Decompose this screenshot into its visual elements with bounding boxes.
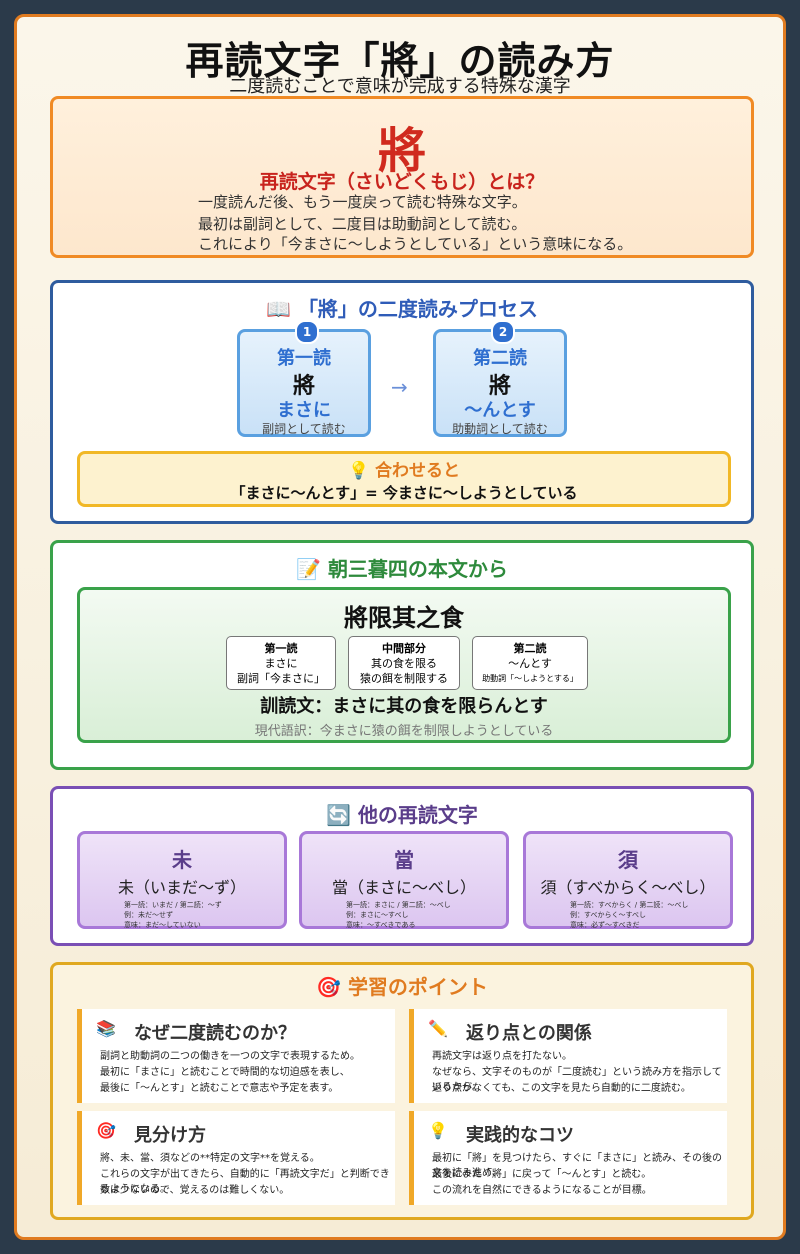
second-reading-box: 2 第二読 將 〜んとす 助動詞として読む — [433, 320, 567, 437]
kundoku-text: 訓読文：まさに其の食を限らんとす — [260, 696, 548, 717]
other-char-card-2: 當 當（まさに〜べし） 第一読：まさに / 第二読：〜べし 例：まさに〜すべし … — [299, 831, 509, 929]
step-number-2: 2 — [491, 320, 515, 344]
points-heading: 🎯 学習のポイント — [316, 975, 488, 999]
target-icon: 🎯 — [96, 1121, 116, 1140]
intro-char: 將 — [377, 123, 426, 179]
first-reading-role: 副詞として読む — [262, 422, 346, 436]
combine-box: 💡 合わせると 「まさに〜んとす」= 今まさに〜しようとしている — [77, 451, 731, 507]
intro-line-2: 最初は副詞として、二度目は助動詞として読む。 — [198, 215, 527, 233]
memo-icon: 📝 — [296, 557, 321, 581]
part-middle: 中間部分 其の食を限る 猿の餌を制限する — [348, 636, 460, 690]
intro-card: 將 再読文字（さいどくもじ）とは？ 一度読んだ後、もう一度戻って読む特殊な文字。… — [50, 96, 754, 258]
example-sentence: 將限其之食 — [344, 604, 464, 632]
first-reading-kana: まさに — [277, 400, 331, 421]
others-card: 🔄 他の再読文字 未 未（いまだ〜ず） 第一読：いまだ / 第二読：〜ず 例：未… — [50, 786, 754, 946]
process-card: 📖 「將」の二度読みプロセス 1 第一読 將 まさに 副詞として読む → 2 第… — [50, 280, 754, 524]
tip-practical: 💡 実践的なコツ 最初に「將」を見つけたら、すぐに「まさに」と読み、その後の文を… — [409, 1111, 727, 1205]
example-card: 📝 朝三暮四の本文から 將限其之食 第一読 まさに 副詞「今まさに」 中間部分 … — [50, 540, 754, 770]
intro-line-1: 一度読んだ後、もう一度戻って読む特殊な文字。 — [198, 193, 527, 211]
first-reading-box: 1 第一読 將 まさに 副詞として読む — [237, 320, 371, 437]
arrow-right-icon: → — [391, 375, 408, 399]
lightbulb-icon: 💡 — [347, 461, 370, 481]
target-icon: 🎯 — [316, 975, 341, 999]
others-heading: 🔄 他の再読文字 — [326, 803, 478, 827]
step-number-1: 1 — [295, 320, 319, 344]
page-subtitle: 二度読むことで意味が完成する特殊な漢字 — [229, 76, 571, 97]
second-reading-kana: 〜んとす — [464, 400, 536, 421]
combine-text: 「まさに〜んとす」= 今まさに〜しようとしている — [230, 484, 578, 502]
pencil-icon: ✏️ — [428, 1019, 448, 1038]
tip-kaeriten: ✏️ 返り点との関係 再読文字は返り点を打たない。 なぜなら、文字そのものが「二… — [409, 1009, 727, 1103]
example-box: 將限其之食 第一読 まさに 副詞「今まさに」 中間部分 其の食を限る 猿の餌を制… — [77, 587, 731, 743]
intro-line-3: これにより「今まさに〜しようとしている」という意味になる。 — [198, 235, 633, 253]
points-card: 🎯 学習のポイント 📚 なぜ二度読むのか？ 副詞と助動詞の二つの働きを一つの文字… — [50, 962, 754, 1220]
second-reading-label: 第二読 — [473, 348, 527, 369]
book-icon: 📖 — [266, 297, 291, 321]
books-icon: 📚 — [96, 1019, 116, 1038]
first-reading-label: 第一読 — [277, 348, 331, 369]
modern-translation: 現代語訳：今まさに猿の餌を制限しようとしている — [254, 724, 554, 739]
page-title: 再読文字「將」の読み方 — [185, 39, 615, 83]
lightbulb-icon: 💡 — [428, 1121, 448, 1140]
other-char-card-3: 須 須（すべからく〜べし） 第一読：すべからく / 第二読：〜べし 例：すべから… — [523, 831, 733, 929]
part-first: 第一読 まさに 副詞「今まさに」 — [226, 636, 336, 690]
process-heading: 📖 「將」の二度読みプロセス — [266, 297, 538, 321]
intro-heading: 再読文字（さいどくもじ）とは？ — [259, 171, 545, 193]
example-heading: 📝 朝三暮四の本文から — [296, 557, 508, 581]
tip-why-read-twice: 📚 なぜ二度読むのか？ 副詞と助動詞の二つの働きを一つの文字で表現するため。 最… — [77, 1009, 395, 1103]
part-second: 第二読 〜んとす 助動詞「〜しようとする」 — [472, 636, 588, 690]
second-reading-role: 助動詞として読む — [452, 422, 548, 436]
second-reading-char: 將 — [488, 374, 511, 399]
combine-heading: 💡 合わせると — [347, 461, 461, 481]
tip-how-to-identify: 🎯 見分け方 將、未、當、須などの**特定の文字**を覚える。 これらの文字が出… — [77, 1111, 395, 1205]
other-char-card-1: 未 未（いまだ〜ず） 第一読：いまだ / 第二読：〜ず 例：未だ〜せず 意味：ま… — [77, 831, 287, 929]
first-reading-char: 將 — [292, 374, 315, 399]
refresh-icon: 🔄 — [326, 803, 351, 827]
